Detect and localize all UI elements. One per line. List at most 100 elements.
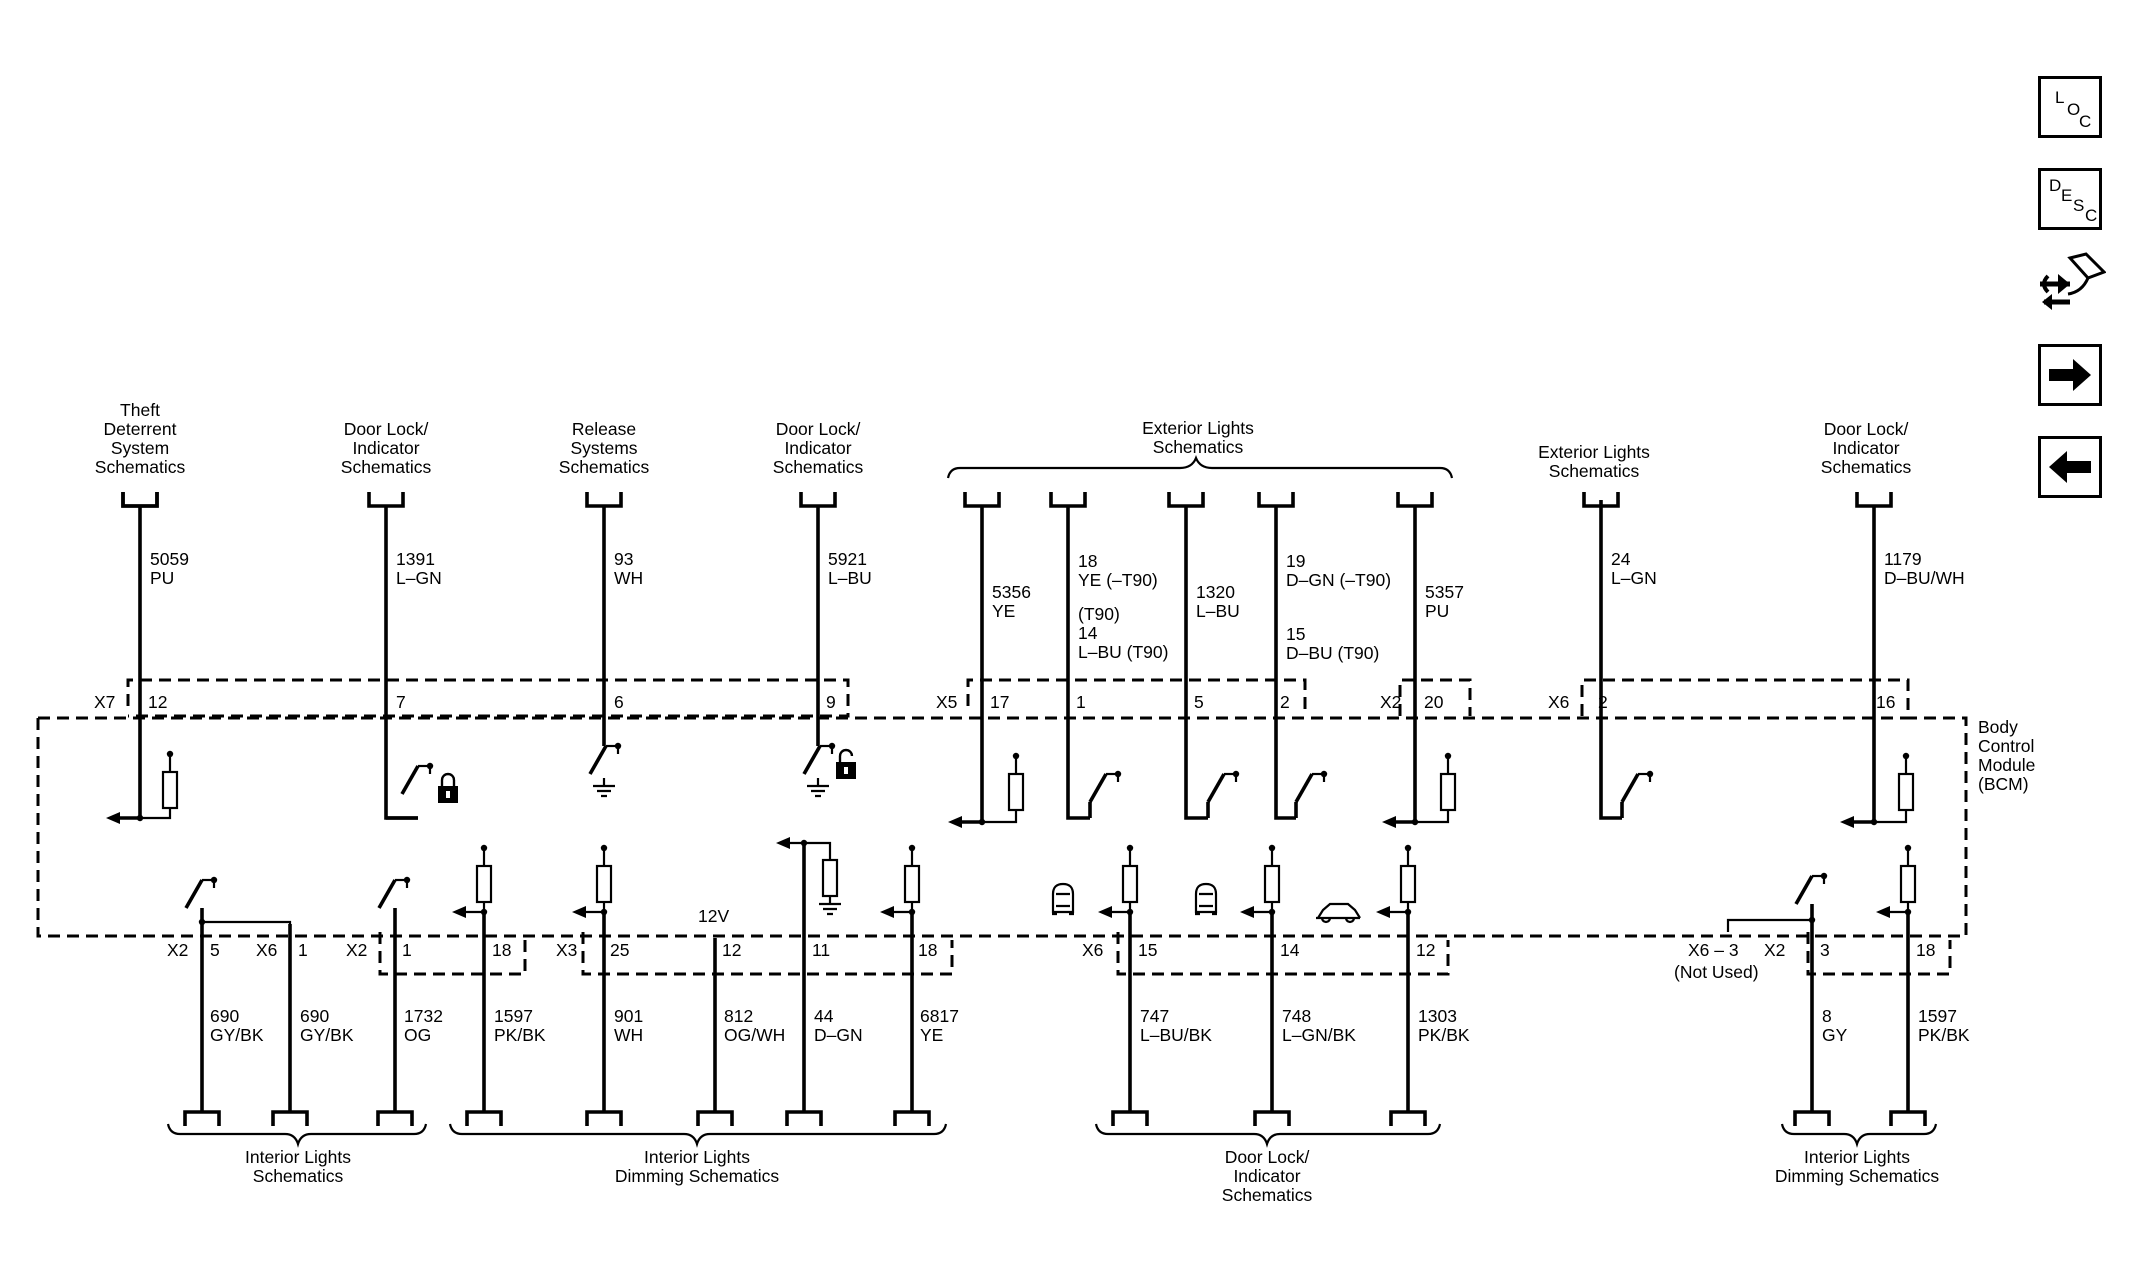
wire-19	[1257, 490, 1296, 820]
svg-text:X6 – 3: X6 – 3	[1688, 940, 1739, 960]
svg-text:2: 2	[1280, 692, 1290, 712]
svg-text:X6: X6	[256, 940, 277, 960]
svg-text:Schematics: Schematics	[95, 457, 186, 477]
svg-text:14: 14	[1078, 623, 1098, 643]
svg-text:PU: PU	[150, 568, 174, 588]
next-page-button[interactable]	[2038, 344, 2102, 406]
svg-text:Indicator: Indicator	[784, 438, 851, 458]
top-connector-x7	[126, 678, 850, 718]
wire-5059	[106, 490, 159, 824]
svg-text:Door Lock/: Door Lock/	[1225, 1147, 1310, 1167]
top-connector-x2	[1398, 678, 1472, 716]
svg-text:12: 12	[148, 692, 167, 712]
svg-text:19: 19	[1286, 551, 1305, 571]
svg-text:OG/WH: OG/WH	[724, 1025, 785, 1045]
svg-text:YE (–T90): YE (–T90)	[1078, 570, 1158, 590]
bottom-connector-labels: X2 5 X6 1 X2 1 18 X3 25 12 11 18 X6 15 1…	[167, 940, 1935, 982]
svg-text:Door Lock/: Door Lock/	[1824, 419, 1909, 439]
svg-text:Schematics: Schematics	[253, 1166, 344, 1186]
svg-text:1732: 1732	[404, 1006, 443, 1026]
svg-text:15: 15	[1286, 624, 1305, 644]
svg-text:PK/BK: PK/BK	[1918, 1025, 1970, 1045]
description-button[interactable]: D E S C	[2038, 168, 2102, 230]
svg-text:X6: X6	[1548, 692, 1569, 712]
bcm-label: Body Control Module (BCM)	[1978, 717, 2035, 794]
bcm-internal-upper	[136, 740, 1915, 826]
wire-5921	[799, 490, 837, 746]
wire-1303	[1389, 912, 1427, 1128]
svg-text:(BCM): (BCM)	[1978, 774, 2029, 794]
svg-text:5921: 5921	[828, 549, 867, 569]
desc-letter: S	[2073, 196, 2085, 215]
svg-text:44: 44	[814, 1006, 834, 1026]
svg-text:1320: 1320	[1196, 582, 1235, 602]
svg-text:24: 24	[1611, 549, 1631, 569]
door-lock-icon	[436, 772, 460, 805]
wire-theft-stub	[121, 490, 159, 508]
wire-812	[696, 938, 734, 1128]
bracket-exterior-lights	[946, 455, 1454, 479]
svg-text:Indicator: Indicator	[1233, 1166, 1300, 1186]
wire-6817	[893, 912, 931, 1128]
svg-text:12: 12	[722, 940, 741, 960]
svg-text:Exterior Lights: Exterior Lights	[1142, 418, 1254, 438]
svg-text:L–BU: L–BU	[1196, 601, 1240, 621]
desc-letter: D	[2049, 176, 2062, 195]
svg-text:(T90): (T90)	[1078, 604, 1120, 624]
svg-text:748: 748	[1282, 1006, 1311, 1026]
svg-text:690: 690	[210, 1006, 239, 1026]
svg-text:Release: Release	[572, 419, 636, 439]
svg-text:System: System	[111, 438, 169, 458]
svg-text:Schematics: Schematics	[1821, 457, 1912, 477]
svg-text:GY/BK: GY/BK	[300, 1025, 354, 1045]
bcm-internal-lower	[184, 837, 1917, 932]
svg-text:PK/BK: PK/BK	[494, 1025, 546, 1045]
voltage-label: 12V	[698, 906, 729, 926]
svg-text:5357: 5357	[1425, 582, 1464, 602]
wire-44	[785, 843, 823, 1128]
svg-text:WH: WH	[614, 1025, 643, 1045]
wire-901	[585, 912, 623, 1128]
svg-text:Schematics: Schematics	[773, 457, 864, 477]
svg-text:1: 1	[402, 940, 412, 960]
top-connector-x5	[966, 678, 1307, 716]
svg-text:D–GN (–T90): D–GN (–T90)	[1286, 570, 1391, 590]
svg-text:3: 3	[1820, 940, 1830, 960]
svg-text:D–BU (T90): D–BU (T90)	[1286, 643, 1379, 663]
svg-text:14: 14	[1280, 940, 1300, 960]
svg-text:2: 2	[1598, 692, 1608, 712]
svg-text:Theft: Theft	[120, 400, 160, 420]
svg-text:6: 6	[614, 692, 624, 712]
svg-text:20: 20	[1424, 692, 1444, 712]
previous-page-button[interactable]	[2038, 436, 2102, 498]
wire-690-b	[271, 924, 309, 1128]
loc-letter: C	[2079, 112, 2092, 131]
svg-text:X6: X6	[1082, 940, 1103, 960]
bracket-dimming-right	[1780, 1123, 1938, 1148]
wire-748	[1253, 912, 1291, 1128]
wire-8	[1793, 920, 1831, 1128]
connector-view-button[interactable]	[2036, 248, 2107, 318]
wire-5356	[948, 490, 1001, 828]
svg-text:PK/BK: PK/BK	[1418, 1025, 1470, 1045]
wire-5357	[1382, 490, 1434, 828]
bottom-connector-x2	[378, 932, 527, 976]
svg-text:11: 11	[812, 940, 830, 960]
svg-text:YE: YE	[920, 1025, 943, 1045]
svg-text:D–GN: D–GN	[814, 1025, 863, 1045]
svg-text:1597: 1597	[1918, 1006, 1957, 1026]
car-door-icon	[1050, 882, 1076, 916]
svg-text:18: 18	[492, 940, 511, 960]
wire-1179	[1840, 490, 1893, 828]
svg-text:Schematics: Schematics	[1222, 1185, 1313, 1205]
bracket-interior-lights	[166, 1123, 428, 1148]
svg-text:Schematics: Schematics	[559, 457, 650, 477]
svg-text:18: 18	[1078, 551, 1097, 571]
bottom-connector-x3	[581, 932, 954, 976]
svg-text:Door Lock/: Door Lock/	[344, 419, 429, 439]
svg-text:12: 12	[1416, 940, 1435, 960]
svg-text:1179: 1179	[1884, 549, 1922, 569]
svg-text:1391: 1391	[396, 549, 435, 569]
location-button[interactable]: L O C	[2038, 76, 2102, 138]
car-door-icon	[1193, 882, 1219, 916]
